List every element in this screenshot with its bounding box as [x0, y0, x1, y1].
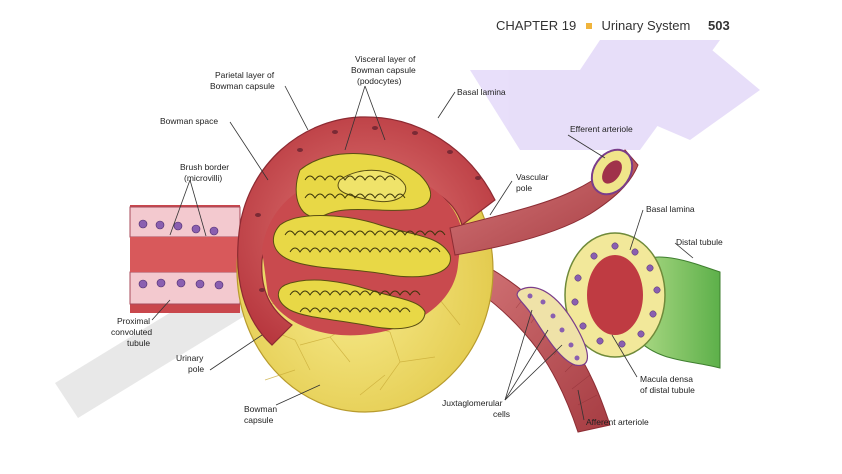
label-basal-lamina-top: Basal lamina — [457, 87, 506, 97]
section-label: Urinary System — [601, 18, 691, 33]
podocyte-processes — [284, 175, 446, 313]
labels: Parietal layer of Bowman capsule Viscera… — [111, 54, 723, 427]
label-brush-border-line2: (microvilli) — [184, 173, 222, 183]
label-urinary-pole-line1: Urinary — [176, 353, 204, 363]
label-macula-densa-line2: of distal tubule — [640, 385, 695, 395]
chapter-label: CHAPTER 19 — [496, 18, 577, 33]
proximal-tubule — [129, 205, 241, 313]
label-parietal-layer-line1: Parietal layer of — [215, 70, 275, 80]
label-visceral-layer-line2: Bowman capsule — [351, 65, 416, 75]
efferent-arteriole — [449, 149, 639, 256]
label-urinary-pole-line2: pole — [188, 364, 204, 374]
label-brush-border-line1: Brush border — [180, 162, 229, 172]
label-proximal-tubule-line1: Proximal — [117, 316, 150, 326]
label-vascular-pole-line2: pole — [516, 183, 532, 193]
distal-nuclei — [571, 242, 661, 348]
running-header: CHAPTER 19 Urinary System — [496, 18, 690, 33]
label-proximal-tubule-line3: tubule — [127, 338, 150, 348]
header-separator — [585, 22, 592, 29]
label-vascular-pole-line1: Vascular — [516, 172, 549, 182]
label-parietal-layer-line2: Bowman capsule — [210, 81, 275, 91]
label-efferent-arteriole: Efferent arteriole — [570, 124, 633, 134]
label-afferent-arteriole: Afferent arteriole — [586, 417, 649, 427]
label-proximal-tubule-line2: convoluted — [111, 327, 152, 337]
label-visceral-layer-line1: Visceral layer of — [355, 54, 416, 64]
label-juxtaglomerular-line2: cells — [493, 409, 510, 419]
label-visceral-layer-line3: (podocytes) — [357, 76, 402, 86]
label-basal-lamina-right: Basal lamina — [646, 204, 695, 214]
distal-tubule-lumen — [587, 255, 643, 335]
label-macula-densa-line1: Macula densa — [640, 374, 693, 384]
label-bowman-capsule-line2: capsule — [244, 415, 274, 425]
label-bowman-capsule-line1: Bowman — [244, 404, 277, 414]
label-juxtaglomerular-line1: Juxtaglomerular — [442, 398, 503, 408]
parietal-nuclei — [255, 126, 481, 292]
label-distal-tubule: Distal tubule — [676, 237, 723, 247]
label-bowman-space: Bowman space — [160, 116, 218, 126]
efferent-lumen-center — [602, 160, 622, 184]
page-number: 503 — [708, 18, 730, 33]
juxtaglomerular-nuclei — [527, 293, 580, 361]
leader-lines — [151, 85, 694, 421]
